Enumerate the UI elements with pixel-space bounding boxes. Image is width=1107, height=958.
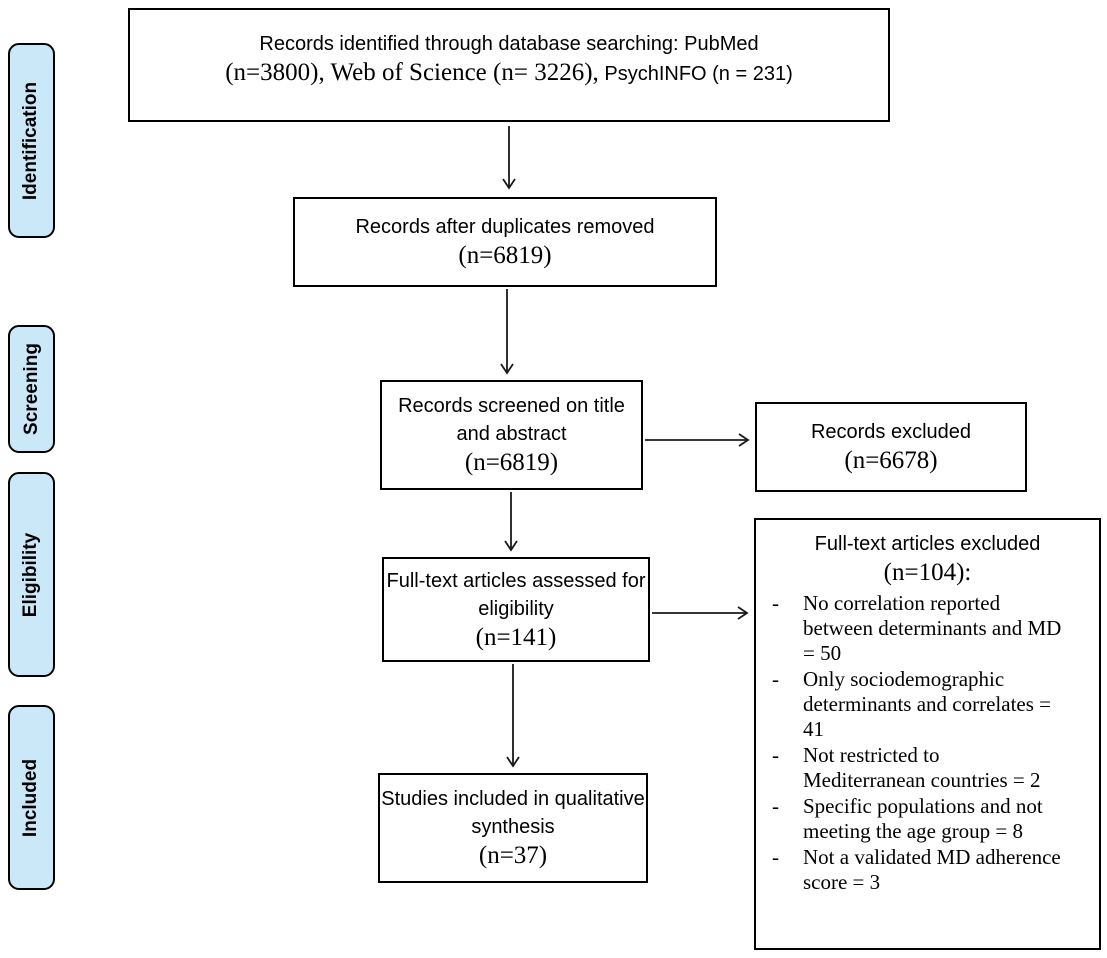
box-fulltext-assessed: Full-text articles assessed for eligibil… — [382, 557, 650, 662]
records-screened-title: Records screened on title and abstract — [398, 395, 625, 445]
fulltext-excluded-title: Full-text articles excluded — [814, 533, 1041, 555]
fulltext-assessed-title: Full-text articles assessed for eligibil… — [386, 569, 646, 620]
records-identified-title: Records identified through database sear… — [259, 33, 759, 55]
exclusion-reason: No correlation reported between determin… — [756, 591, 1065, 666]
exclusion-reason: Not a validated MD adherence score = 3 — [756, 845, 1065, 895]
stage-screening: Screening — [8, 325, 55, 453]
stage-screening-label: Screening — [20, 343, 42, 435]
box-duplicates-removed: Records after duplicates removed (n=6819… — [293, 197, 717, 287]
fulltext-excluded-count: (n=104): — [883, 559, 972, 586]
box-studies-included: Studies included in qualitative synthesi… — [378, 773, 648, 883]
stage-included-label: Included — [20, 758, 42, 837]
box-records-excluded: Records excluded (n=6678) — [755, 402, 1027, 492]
records-excluded-count: (n=6678) — [844, 447, 938, 474]
box-records-identified: Records identified through database sear… — [128, 8, 890, 122]
stage-identification: Identification — [8, 43, 55, 238]
duplicates-removed-title: Records after duplicates removed — [355, 216, 655, 238]
records-excluded-title: Records excluded — [810, 421, 972, 443]
stage-eligibility-label: Eligibility — [20, 532, 42, 617]
stage-included: Included — [8, 705, 55, 890]
exclusion-reason: Only sociodemographic determinants and c… — [756, 667, 1065, 742]
records-screened-count: (n=6819) — [464, 449, 559, 476]
box-fulltext-excluded: Full-text articles excluded (n=104): No … — [754, 518, 1101, 950]
studies-included-count: (n=37) — [478, 842, 548, 869]
fulltext-assessed-count: (n=141) — [475, 623, 557, 651]
records-identified-counts-serif: (n=3800), Web of Science (n= 3226), — [225, 59, 599, 86]
duplicates-removed-count: (n=6819) — [458, 242, 552, 269]
records-identified-counts-sans: PsychINFO (n = 231) — [598, 63, 793, 85]
fulltext-excluded-reasons: No correlation reported between determin… — [756, 591, 1099, 896]
stage-identification-label: Identification — [20, 81, 42, 200]
stage-eligibility: Eligibility — [8, 472, 55, 677]
exclusion-reason: Specific populations and not meeting the… — [756, 794, 1065, 844]
studies-included-title: Studies included in qualitative synthesi… — [381, 788, 645, 838]
records-identified-detail: (n=3800), Web of Science (n= 3226), Psyc… — [225, 58, 793, 88]
exclusion-reason: Not restricted to Mediterranean countrie… — [756, 743, 1065, 793]
box-records-screened: Records screened on title and abstract (… — [380, 380, 643, 490]
